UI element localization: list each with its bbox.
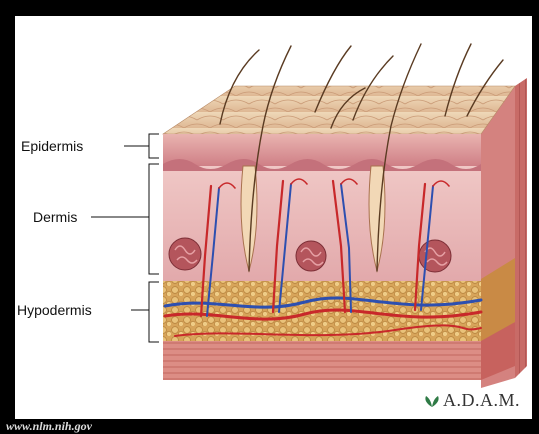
leaf-logo-icon <box>423 394 441 408</box>
label-dermis: Dermis <box>33 209 77 225</box>
label-epidermis: Epidermis <box>21 138 83 154</box>
brand-text: A.D.A.M. <box>443 390 520 411</box>
label-hypodermis: Hypodermis <box>17 302 92 318</box>
block-side-face <box>515 78 527 378</box>
adam-brand: A.D.A.M. <box>423 390 520 411</box>
skin-surface <box>163 86 515 134</box>
illustration-panel: Epidermis Dermis Hypodermis A.D.A.M. <box>15 16 532 419</box>
source-url: www.nlm.nih.gov <box>6 419 92 434</box>
muscle-layer <box>163 338 481 380</box>
skin-cross-section-illustration <box>15 16 532 419</box>
